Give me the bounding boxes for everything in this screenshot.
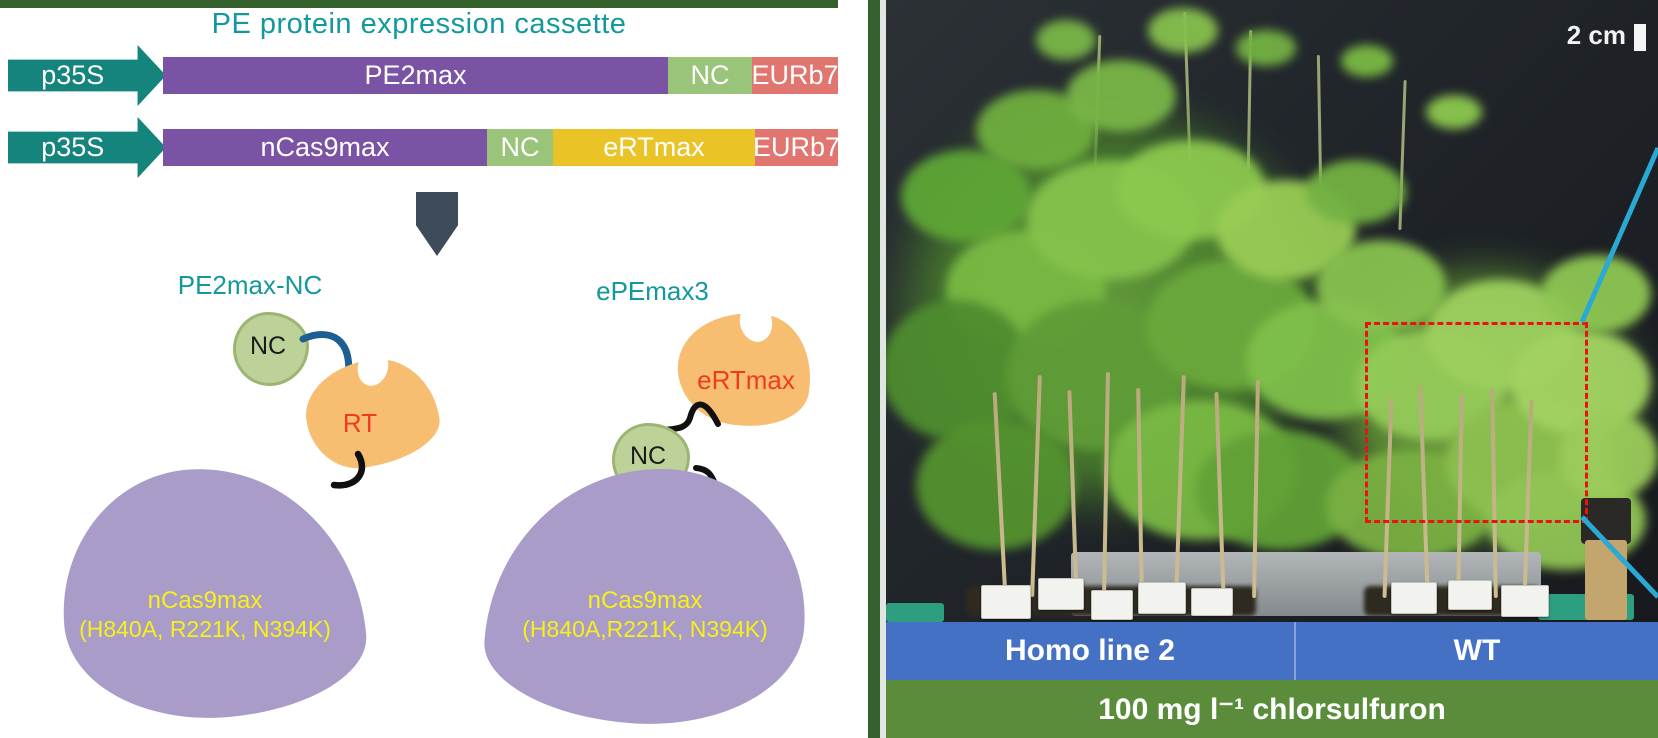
group-label-bar: Homo line 2 WT	[886, 622, 1658, 680]
construct1-rt-label: RT	[342, 408, 378, 438]
photo-edge-line	[880, 0, 886, 738]
foliage-blob	[1148, 8, 1218, 53]
construct1-nc-blob	[233, 312, 309, 386]
construct2-nc-label: NC	[629, 442, 667, 470]
construct1-nc-label: NC	[249, 332, 287, 360]
segment-pe2max: PE2max	[163, 57, 668, 94]
segment-ncas9max: nCas9max	[163, 129, 487, 166]
foliage-blob	[1066, 60, 1176, 132]
treatment-bar: 100 mg l⁻¹ chlorsulfuron	[886, 680, 1658, 738]
segment-eurb7-row2: EURb7	[753, 129, 840, 166]
down-arrow-icon	[416, 192, 458, 256]
top-frame-strip	[0, 0, 838, 8]
construct1-title: PE2max-NC	[177, 270, 323, 300]
foliage-blob	[1316, 240, 1446, 332]
panel-divider-strip	[868, 0, 880, 738]
segment-eurb7-row1: EURb7	[751, 57, 839, 94]
foliage-blob	[1236, 30, 1296, 66]
segment-ertmax: eRTmax	[553, 129, 755, 166]
pot-label-tag	[1191, 588, 1233, 616]
highlight-dashed-box	[1365, 322, 1588, 523]
foliage-blob	[1306, 160, 1406, 224]
construct2-cas9-line1: nCas9max	[587, 587, 703, 614]
foliage-blob	[1036, 20, 1096, 60]
construct2-cas9-label: nCas9max (H840A,R221K, N394K)	[495, 586, 795, 643]
construct1-cas9-line1: nCas9max	[147, 587, 263, 614]
tray-lip-left	[886, 603, 944, 622]
promoter-label-row2: p35S	[41, 132, 105, 162]
construct2-title: ePEmax3	[596, 276, 709, 306]
callout-lines	[1579, 146, 1658, 599]
construct2-cas9-line2: (H840A,R221K, N394K)	[522, 616, 768, 643]
group-label-wt: WT	[1293, 622, 1658, 680]
scale-bar	[1634, 24, 1646, 51]
promoter-label-row1: p35S	[41, 60, 105, 90]
pot-label-tag	[1038, 578, 1084, 610]
promoter-arrow-row2: p35S	[8, 117, 166, 178]
foliage-blob	[1341, 45, 1393, 77]
cassette-title: PE protein expression cassette	[211, 8, 627, 40]
plant-photo: 2 cm	[886, 0, 1658, 622]
pot-label-tag	[981, 585, 1031, 619]
group-label-homo-line2: Homo line 2	[1004, 634, 1175, 667]
foliage-blob	[1426, 95, 1482, 129]
pot-label-tag	[1138, 582, 1186, 614]
pot-label-tag	[1501, 585, 1549, 617]
clay-pot	[1585, 540, 1627, 620]
construct2-ertmax-label: eRTmax	[697, 365, 795, 395]
construct1-cas9-label: nCas9max (H840A, R221K, N394K)	[60, 586, 350, 643]
construct1-cas9-line2: (H840A, R221K, N394K)	[79, 616, 331, 643]
construct1-black-linker	[330, 450, 366, 489]
pot-clip	[1581, 498, 1631, 544]
pot-label-tag	[1391, 582, 1437, 614]
pot-label-tag	[1091, 590, 1133, 620]
pot-label-tag	[1448, 580, 1492, 610]
promoter-arrow-row1: p35S	[8, 45, 166, 106]
foliage-blob	[1558, 412, 1658, 500]
segment-nc-row1: NC	[668, 57, 752, 94]
scale-bar-label: 2 cm	[1566, 20, 1626, 50]
segment-nc-row2: NC	[487, 129, 553, 166]
